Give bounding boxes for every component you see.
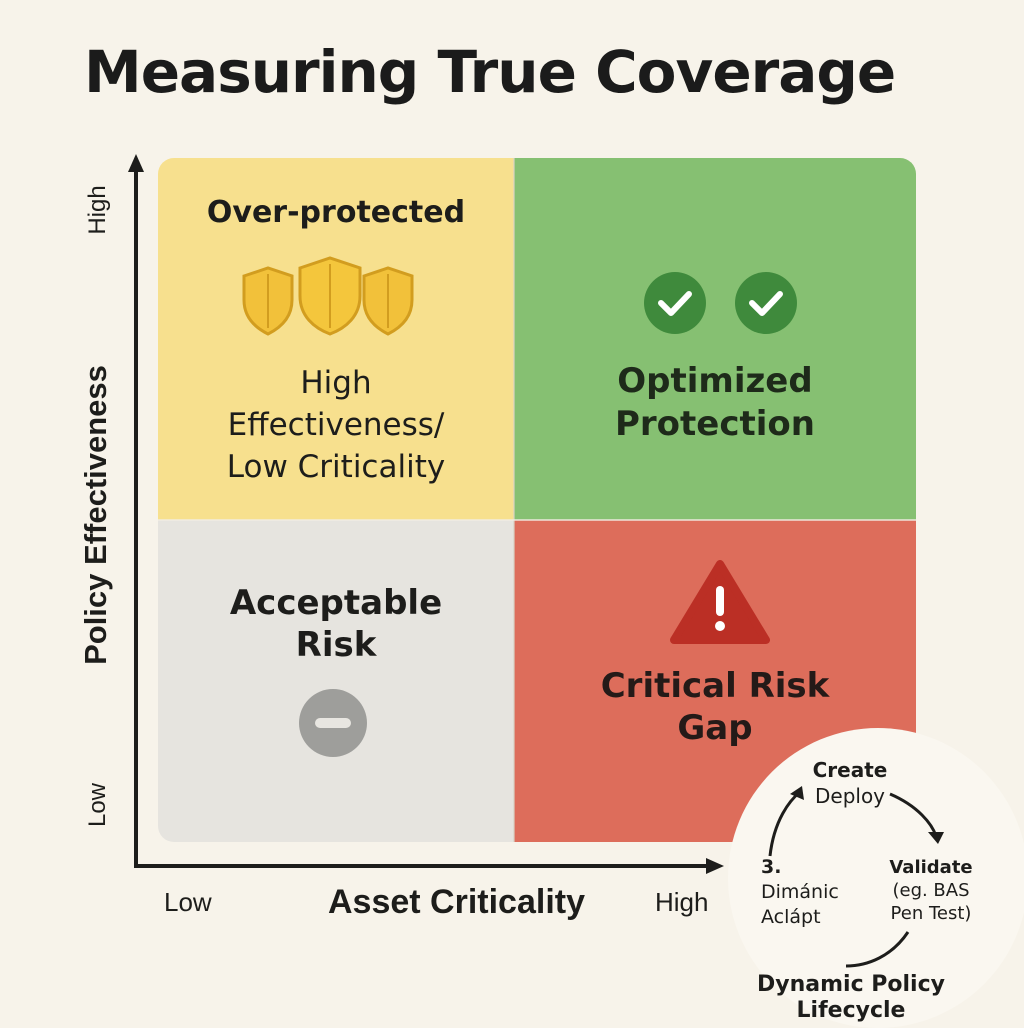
lifecycle-step-label: 3.	[761, 856, 782, 878]
quadrant-optimized-protection	[514, 158, 916, 520]
quadrant-label-line: Risk	[295, 625, 377, 665]
warning-triangle-icon	[670, 560, 770, 644]
lifecycle-step-adapt: 3. Dimánic Aclápt	[761, 855, 861, 930]
lifecycle-badge	[728, 728, 1024, 1028]
quadrant-acceptable-risk	[158, 520, 514, 842]
quadrant-label-line: Critical Risk	[600, 666, 830, 706]
quadrant-over-protected	[158, 158, 514, 520]
lifecycle-step-label: Aclápt	[761, 906, 821, 928]
quadrant-label: Optimized Protection	[514, 360, 916, 446]
lifecycle-step-label: Validate	[889, 857, 973, 878]
quadrant-label-line: Optimized	[617, 361, 813, 401]
page-title: Measuring True Coverage	[84, 38, 896, 106]
quadrant-description-line: Low Criticality	[226, 449, 446, 485]
lifecycle-step-label: Dimánic	[761, 881, 839, 903]
y-axis-title: Policy Effectiveness	[78, 365, 113, 665]
quadrant-heading: Over-protected	[206, 195, 466, 230]
quadrant-label-line: Acceptable	[229, 583, 443, 623]
quadrant-description: High Effectiveness/ Low Criticality	[158, 362, 514, 488]
x-axis-low-label: Low	[164, 887, 212, 917]
cycle-arrows-icon	[768, 786, 944, 968]
x-axis-high-label: High	[655, 887, 709, 917]
shield-icon	[242, 256, 414, 336]
lifecycle-title-line: Lifecycle	[796, 998, 906, 1023]
lifecycle-title: Dynamic Policy Lifecycle	[740, 972, 962, 1024]
y-axis-high-label: High	[84, 185, 111, 235]
y-axis-low-label: Low	[84, 782, 111, 828]
minus-circle-icon	[299, 689, 367, 757]
check-circle-icon	[644, 272, 797, 334]
quadrant-label-line: Protection	[615, 404, 815, 444]
quadrant-label: Acceptable Risk	[158, 582, 514, 666]
x-axis-title: Asset Criticality	[328, 883, 585, 921]
lifecycle-title-line: Dynamic Policy	[757, 972, 945, 997]
axes	[128, 154, 724, 874]
quadrant-label: Critical Risk Gap	[570, 665, 860, 749]
quadrant-divider-horizontal	[158, 519, 916, 521]
lifecycle-step-validate: Validate (eg. BAS Pen Test)	[872, 856, 990, 925]
quadrant-description-line: Effectiveness/	[227, 407, 445, 443]
lifecycle-step-label: Pen Test)	[890, 903, 972, 924]
quadrant-description-line: High	[300, 365, 372, 401]
lifecycle-step-label: (eg. BAS	[892, 880, 970, 901]
lifecycle-step-label: Deploy	[814, 784, 886, 808]
lifecycle-step-create: Create Deploy	[790, 757, 910, 809]
lifecycle-step-label: Create	[812, 758, 888, 782]
quadrant-divider-vertical	[513, 158, 515, 842]
quadrant-label-line: Gap	[677, 708, 753, 748]
